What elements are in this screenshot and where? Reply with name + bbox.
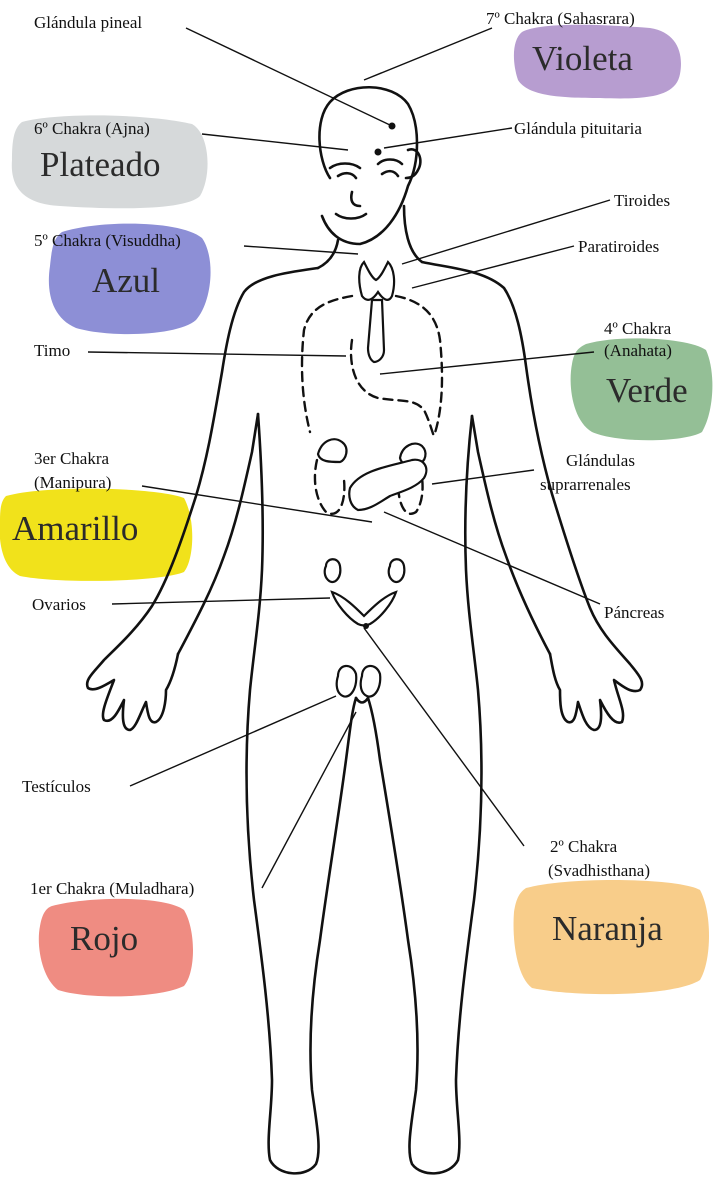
leader-pancreas	[384, 512, 600, 604]
left-ovary	[325, 559, 341, 582]
left-adrenal	[318, 439, 346, 462]
leader-pituitaria	[384, 128, 512, 148]
label-chakra4-line1: 4º Chakra	[604, 319, 672, 338]
organs	[302, 123, 442, 697]
color-word-violeta: Violeta	[532, 39, 633, 78]
color-word-naranja: Naranja	[552, 909, 663, 948]
label-chakra2-line2: (Svadhisthana)	[548, 861, 650, 880]
label-chakra4-line2: (Anahata)	[604, 341, 672, 360]
thymus	[351, 340, 434, 436]
leader-ovarios	[112, 598, 330, 604]
pancreas	[349, 460, 426, 510]
leader-chakra6	[202, 134, 348, 150]
leader-chakra1	[262, 712, 356, 888]
leader-pineal	[186, 28, 392, 126]
thyroid	[359, 262, 394, 300]
right-lung	[396, 296, 442, 436]
right-ovary	[389, 559, 405, 582]
label-paratiroides: Paratiroides	[578, 237, 659, 256]
label-chakra3-line2: (Manipura)	[34, 473, 111, 492]
label-glandulas-line2: suprarrenales	[540, 475, 631, 494]
right-testicle	[361, 666, 381, 697]
leader-testiculos	[130, 696, 336, 786]
leader-chakra5	[244, 246, 358, 254]
left-lung	[302, 296, 352, 432]
label-pancreas: Páncreas	[604, 603, 664, 622]
pituitary-dot	[375, 149, 382, 156]
label-chakra6: 6º Chakra (Ajna)	[34, 119, 150, 138]
leader-chakra4	[380, 352, 594, 374]
label-glandulas-line1: Glándulas	[566, 451, 635, 470]
label-testiculos: Testículos	[22, 777, 91, 796]
label-chakra3-line1: 3er Chakra	[34, 449, 110, 468]
label-chakra1: 1er Chakra (Muladhara)	[30, 879, 194, 898]
label-glandula-pituitaria: Glándula pituitaria	[514, 119, 642, 138]
label-glandula-pineal: Glándula pineal	[34, 13, 142, 32]
label-chakra5: 5º Chakra (Visuddha)	[34, 231, 181, 250]
label-chakra2-line1: 2º Chakra	[550, 837, 618, 856]
label-tiroides: Tiroides	[614, 191, 670, 210]
left-testicle	[337, 666, 357, 697]
trachea	[368, 300, 384, 362]
uterus	[332, 592, 396, 626]
label-timo: Timo	[34, 341, 70, 360]
leader-chakra7	[364, 28, 492, 80]
color-word-azul: Azul	[92, 261, 160, 300]
label-chakra7: 7º Chakra (Sahasrara)	[486, 9, 635, 28]
color-word-amarillo: Amarillo	[12, 509, 138, 548]
label-ovarios: Ovarios	[32, 595, 86, 614]
color-word-rojo: Rojo	[70, 919, 138, 958]
color-word-plateado: Plateado	[40, 145, 161, 184]
leader-timo	[88, 352, 346, 356]
color-word-verde: Verde	[606, 371, 688, 410]
